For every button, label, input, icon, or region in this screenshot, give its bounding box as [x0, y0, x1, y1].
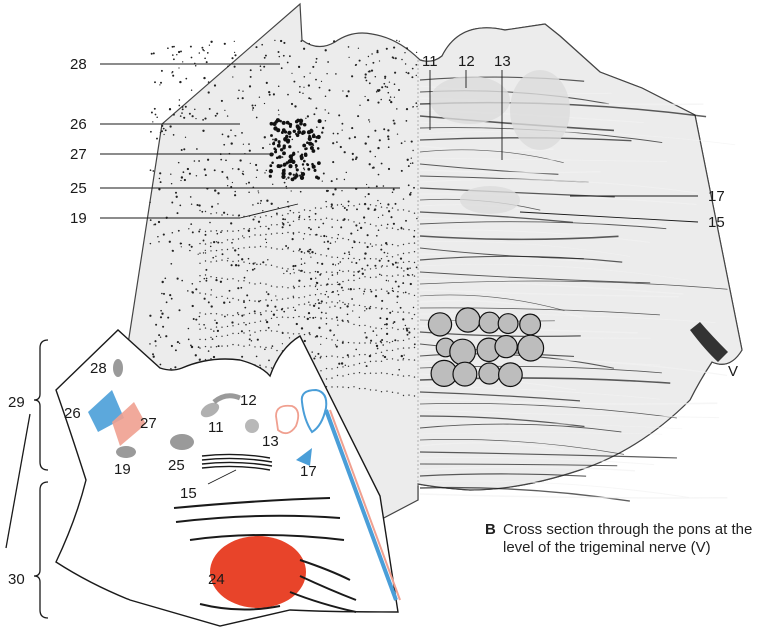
- s-label-19: 19: [114, 461, 131, 478]
- s-label-25: 25: [168, 457, 185, 474]
- s-label-17: 17: [300, 463, 317, 480]
- label-27: 27: [70, 146, 87, 163]
- label-13: 13: [494, 53, 511, 70]
- panel-letter: B: [485, 521, 496, 539]
- nucleus-19: [116, 446, 136, 458]
- label-28: 28: [70, 56, 87, 73]
- s-label-15: 15: [180, 485, 197, 502]
- figure-caption: B Cross section through the pons at the …: [503, 521, 753, 557]
- label-26: 26: [70, 116, 87, 133]
- nucleus-28: [113, 359, 123, 377]
- s-label-13: 13: [262, 433, 279, 450]
- caption-text: Cross section through the pons at the le…: [503, 521, 752, 556]
- s-label-24: 24: [208, 571, 225, 588]
- s-label-26: 26: [64, 405, 81, 422]
- s-label-30: 30: [8, 571, 25, 588]
- s-label-11: 11: [208, 419, 224, 436]
- label-12: 12: [458, 53, 475, 70]
- s-label-28: 28: [90, 360, 107, 377]
- label-17: 17: [708, 188, 725, 205]
- label-11: 11: [422, 53, 438, 70]
- label-V: V: [728, 363, 738, 380]
- label-25: 25: [70, 180, 87, 197]
- label-19: 19: [70, 210, 87, 227]
- nucleus-25: [170, 434, 194, 450]
- s-label-12: 12: [240, 392, 257, 409]
- s-label-29: 29: [8, 394, 25, 411]
- s-label-27: 27: [140, 415, 157, 432]
- label-15: 15: [708, 214, 725, 231]
- nucleus-13: [245, 419, 259, 433]
